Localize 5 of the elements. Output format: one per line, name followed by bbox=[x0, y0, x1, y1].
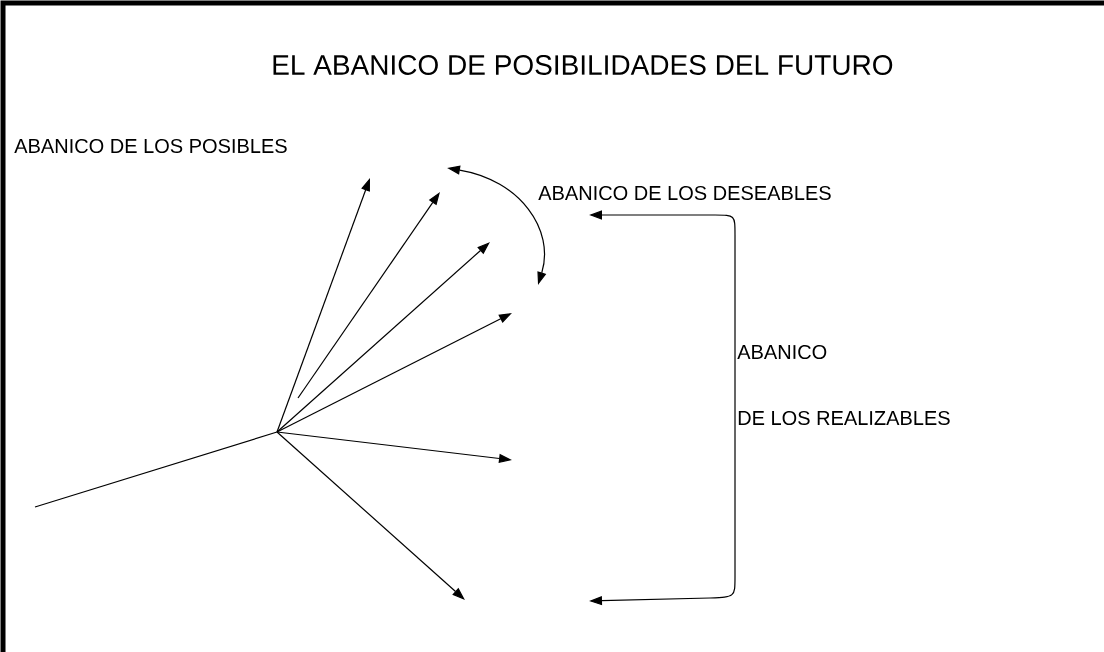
label-text: ABANICO DE LOS DESEABLES bbox=[538, 185, 831, 201]
title: EL ABANICO DE POSIBILIDADES DEL FUTURO bbox=[273, 55, 893, 75]
label-text: ABANICO DE LOS POSIBLES bbox=[14, 138, 287, 154]
label-text: ABANICO bbox=[737, 344, 827, 360]
label-text: DE LOS REALIZABLES bbox=[738, 410, 950, 426]
